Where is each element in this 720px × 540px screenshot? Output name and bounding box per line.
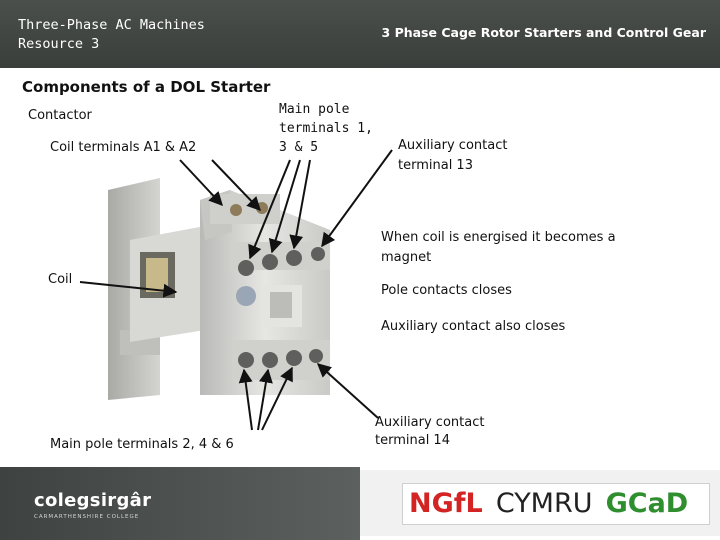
ngfl-cymru-logo: NGfL CYMRU GCaD [402,483,710,525]
label-pole-contacts: Pole contacts closes [381,281,512,301]
label-aux-13: Auxiliary contact terminal 13 [398,136,507,176]
label-main-pole-top: Main pole terminals 1, 3 & 5 [279,100,373,157]
label-aux-14-line1: Auxiliary contact [375,414,484,432]
label-main-pole-line3: 3 & 5 [279,138,373,157]
college-logo: colegsirgâr [34,490,151,511]
label-contactor: Contactor [28,106,92,126]
ngfl-text: NGfL [409,488,483,519]
label-energised-line1: When coil is energised it becomes a [381,228,616,248]
label-energised: When coil is energised it becomes a magn… [381,228,616,268]
label-main-pole-line2: terminals 1, [279,119,373,138]
label-aux-14-line2: terminal 14 [375,432,484,450]
arrow-coil-terminal-a1 [180,160,222,205]
label-main-pole-bottom: Main pole terminals 2, 4 & 6 [50,435,234,455]
label-coil-terminals: Coil terminals A1 & A2 [50,138,196,158]
label-aux-13-line2: terminal 13 [398,156,507,176]
gcad-text: GCaD [606,488,689,519]
label-aux-14: Auxiliary contact terminal 14 [375,414,484,450]
label-aux-closes: Auxiliary contact also closes [381,317,565,337]
label-coil: Coil [48,270,72,290]
college-logo-sub: CARMARTHENSHIRE COLLEGE [34,514,139,520]
label-aux-13-line1: Auxiliary contact [398,136,507,156]
label-main-pole-line1: Main pole [279,100,373,119]
label-energised-line2: magnet [381,248,616,268]
cymru-text: CYMRU [496,488,593,519]
